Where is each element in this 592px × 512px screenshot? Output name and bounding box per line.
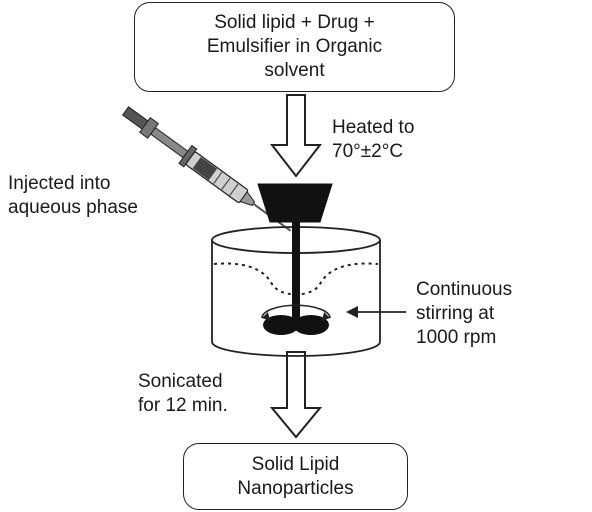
output-product-line: Solid Lipid: [251, 453, 340, 475]
injection-step-line: aqueous phase: [8, 197, 138, 218]
syringe-icon: [121, 106, 292, 232]
stirring-step-line: stirring at: [416, 303, 495, 324]
input-materials-box: Solid lipid + Drug + Emulsifier in Organ…: [134, 2, 455, 92]
input-materials-line: Solid lipid + Drug +: [214, 12, 375, 33]
flow-arrow-icon: [269, 351, 323, 439]
sonication-step-line: for 12 min.: [138, 395, 228, 416]
stirring-step-label: Continuous stirring at 1000 rpm: [416, 278, 512, 350]
sonication-step-line: Sonicated: [138, 371, 223, 392]
stirring-step-line: 1000 rpm: [416, 327, 497, 348]
heating-step-line: Heated to: [332, 117, 415, 138]
sonication-step-label: Sonicated for 12 min.: [138, 370, 228, 418]
stirring-step-line: Continuous: [416, 279, 513, 300]
heating-step-line: 70°±2°C: [332, 141, 404, 162]
output-product-box: Solid Lipid Nanoparticles: [183, 443, 408, 510]
output-product-line: Nanoparticles: [237, 477, 354, 499]
stirrer-motor-icon: [257, 183, 333, 223]
pointer-arrow-icon: [346, 306, 406, 318]
input-materials-line: Emulsifier in Organic: [206, 36, 383, 57]
heating-step-label: Heated to 70°±2°C: [332, 116, 414, 164]
flow-arrow-icon: [269, 94, 323, 178]
injection-step-line: Injected into: [8, 173, 111, 194]
stir-bar-icon: [261, 222, 331, 335]
injection-step-label: Injected into aqueous phase: [8, 172, 138, 220]
input-materials-line: solvent: [264, 60, 325, 81]
